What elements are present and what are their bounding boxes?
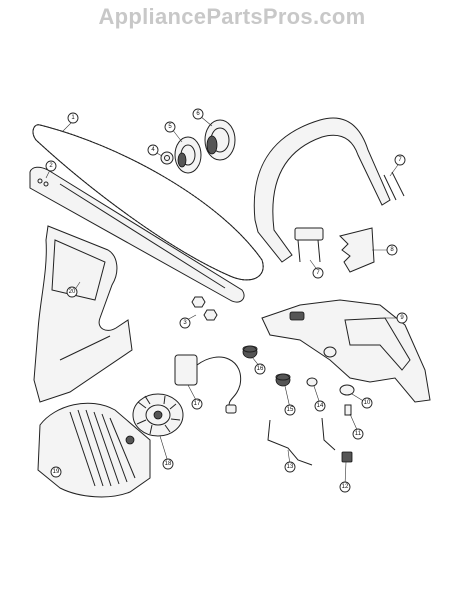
callout-6: 6 — [192, 108, 204, 120]
callout-9: 9 — [396, 312, 408, 324]
fuel-filter[interactable] — [306, 377, 355, 416]
callout-14: 14 — [314, 400, 326, 412]
callout-16: 16 — [254, 363, 266, 375]
callout-3: 3 — [179, 317, 191, 329]
svg-text:5: 5 — [168, 124, 172, 130]
callout-17: 17 — [191, 398, 203, 410]
svg-text:11: 11 — [355, 431, 362, 437]
svg-text:13: 13 — [287, 464, 294, 470]
chain-brake-cover[interactable] — [33, 225, 133, 403]
callout-1: 1 — [67, 112, 79, 124]
svg-text:14: 14 — [317, 403, 324, 409]
svg-text:15: 15 — [287, 407, 294, 413]
svg-text:16: 16 — [257, 366, 264, 372]
callout-18: 18 — [162, 458, 174, 470]
front-handle[interactable] — [253, 117, 391, 263]
starter-housing[interactable] — [37, 402, 151, 498]
svg-text:7: 7 — [316, 270, 320, 276]
svg-text:3: 3 — [183, 320, 187, 326]
svg-text:12: 12 — [342, 484, 349, 490]
handle-screws[interactable] — [297, 171, 405, 263]
callout-13: 13 — [284, 461, 296, 473]
svg-text:8: 8 — [390, 247, 394, 253]
callout-5: 5 — [164, 121, 176, 133]
spike-bumper[interactable] — [339, 227, 375, 273]
callout-20: 20 — [66, 286, 78, 298]
svg-text:18: 18 — [165, 461, 172, 467]
callout-12: 12 — [339, 481, 351, 493]
guide-bar[interactable] — [29, 166, 245, 303]
callout-11: 11 — [352, 428, 364, 440]
callout-19: 19 — [50, 466, 62, 478]
site-watermark: AppliancePartsPros.com — [98, 4, 366, 29]
filler-cap-15[interactable] — [275, 373, 291, 387]
svg-text:9: 9 — [400, 315, 404, 321]
svg-text:20: 20 — [69, 289, 76, 295]
svg-text:4: 4 — [151, 147, 155, 153]
flywheel[interactable] — [132, 393, 184, 437]
callout-7-upper: 7 — [394, 154, 406, 166]
svg-text:1: 1 — [71, 115, 75, 121]
clutch-assembly[interactable] — [204, 119, 236, 161]
clutch-drum[interactable] — [174, 136, 202, 174]
callout-15: 15 — [284, 404, 296, 416]
svg-text:6: 6 — [196, 111, 200, 117]
sprocket-bearing[interactable] — [160, 151, 174, 165]
callout-7-lower: 7 — [312, 267, 324, 279]
svg-text:2: 2 — [49, 163, 53, 169]
callout-4: 4 — [147, 144, 159, 156]
callout-8: 8 — [386, 244, 398, 256]
saw-chain[interactable] — [32, 124, 264, 281]
callout-2: 2 — [45, 160, 57, 172]
svg-text:10: 10 — [364, 400, 371, 406]
filler-cap-16[interactable] — [242, 345, 258, 359]
bar-nuts[interactable] — [191, 296, 218, 321]
svg-text:17: 17 — [194, 401, 201, 407]
svg-text:7: 7 — [398, 157, 402, 163]
stop-switch[interactable] — [321, 417, 353, 463]
throttle-rod[interactable] — [267, 419, 313, 466]
svg-text:19: 19 — [53, 469, 60, 475]
callout-10: 10 — [361, 397, 373, 409]
ignition-module[interactable] — [174, 354, 242, 414]
